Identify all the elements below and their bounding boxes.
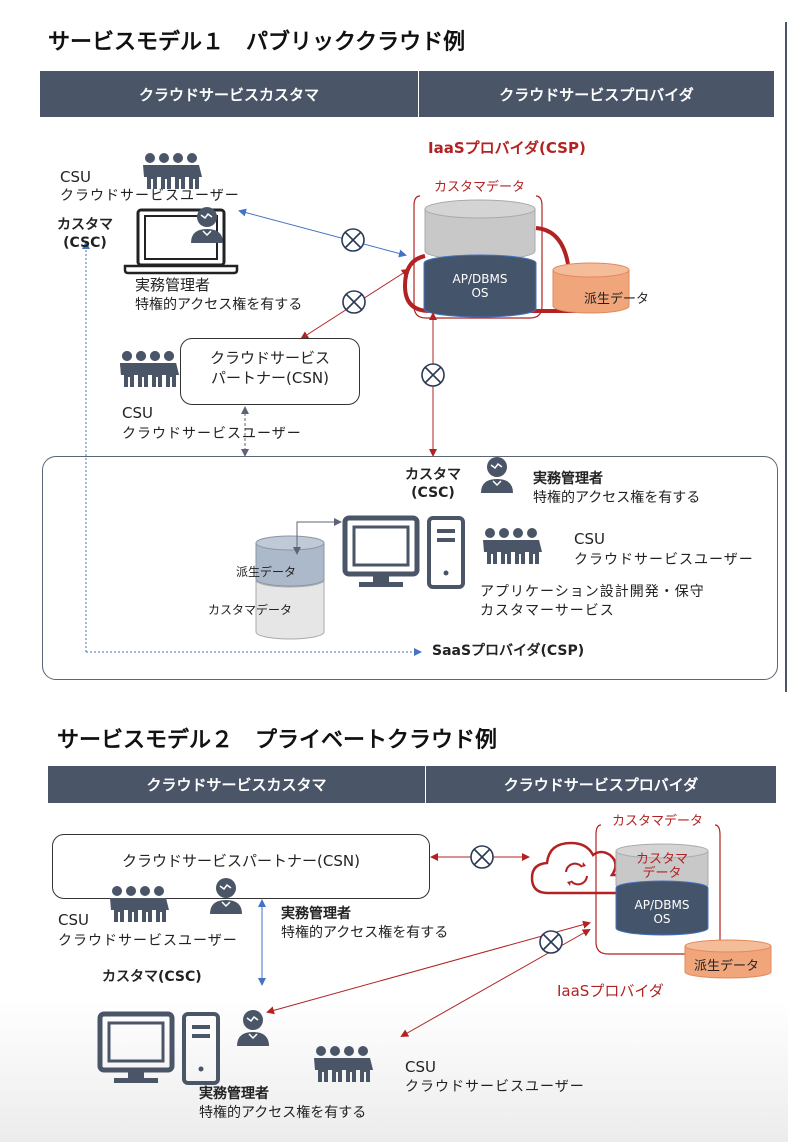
- csn-csu-group-icon: [110, 886, 169, 922]
- customer-csc-label: カスタマ (CSC): [50, 216, 120, 252]
- csu-mid-label: CSU: [122, 404, 153, 422]
- saas-customer-data-label: カスタマデータ: [208, 603, 293, 617]
- customer-label-line1: カスタマ: [57, 217, 113, 233]
- model2-header-customer: クラウドサービスカスタマ: [48, 766, 425, 803]
- model1-diagram: [82, 0, 630, 656]
- bottom-admin-desc: 特権的アクセス権を有する: [199, 1105, 367, 1121]
- saas-csu-label: CSU: [574, 530, 605, 548]
- csn-csu-desc: クラウドサービスユーザー: [58, 933, 238, 949]
- customer-csc-label-2: カスタマ(CSC): [102, 969, 202, 985]
- saas-provider-label: SaaSプロバイダ(CSP): [432, 643, 585, 659]
- csu-label: CSU: [60, 168, 91, 186]
- db-stack-line1-2: AP/DBMS: [634, 898, 690, 912]
- saas-customer-line2: (CSC): [411, 485, 455, 502]
- admin-label: 実務管理者: [135, 276, 211, 294]
- saas-derived-data-label: 派生データ: [236, 565, 297, 579]
- inner-line2: データ: [642, 866, 682, 882]
- saas-provider-box: [42, 456, 778, 680]
- customer-data-inner-label: カスタマ データ: [616, 852, 708, 882]
- customer-label-line2: (CSC): [63, 235, 107, 252]
- saas-roles-line1: アプリケーション設計開発・保守: [480, 584, 705, 600]
- csu-desc: クラウドサービスユーザー: [60, 188, 240, 204]
- iaas-provider-label: IaaSプロバイダ(CSP): [428, 139, 586, 157]
- db-stack-line2: OS: [471, 286, 489, 301]
- csn-admin-desc: 特権的アクセス権を有する: [281, 925, 449, 941]
- blocked-icon: [470, 845, 494, 869]
- admin-desc: 特権的アクセス権を有する: [135, 297, 303, 313]
- csu-mid-desc: クラウドサービスユーザー: [122, 426, 302, 442]
- customer-data-db-icon: [424, 199, 536, 261]
- bottom-csu-label: CSU: [405, 1058, 436, 1076]
- ap-dbms-db-icon-2: [615, 880, 709, 936]
- saas-admin-desc: 特権的アクセス権を有する: [533, 490, 701, 506]
- ap-dbms-label: AP/DBMS OS: [424, 272, 536, 301]
- customer-data-bracket: [413, 195, 543, 319]
- customer-data-outer-label: カスタマデータ: [610, 814, 706, 831]
- derived-data-db-icon: [552, 262, 630, 314]
- partner-label-2: クラウドサービスパートナー(CSN): [122, 852, 360, 870]
- iaas-provider-label-2: IaaSプロバイダ: [557, 982, 664, 1000]
- saas-customer-label: カスタマ (CSC): [398, 466, 468, 502]
- db-to-desktop-arrow: [293, 518, 342, 555]
- db-stack-line2-2: OS: [653, 912, 671, 927]
- customer-data-label: カスタマデータ: [432, 180, 528, 197]
- partner-line2: パートナー(CSN): [211, 368, 329, 387]
- saas-csu-desc: クラウドサービスユーザー: [574, 552, 754, 568]
- csn-admin-label: 実務管理者: [281, 906, 351, 922]
- header-divider: [425, 766, 426, 803]
- bottom-admin-icon: [236, 1009, 270, 1047]
- saas-customer-line1: カスタマ: [405, 467, 461, 483]
- model1-header-provider: クラウドサービスプロバイダ: [419, 71, 774, 117]
- csn-csu-label: CSU: [58, 911, 89, 929]
- derived-data-label: 派生データ: [584, 292, 650, 307]
- partner-csn-box[interactable]: クラウドサービス パートナー(CSN): [180, 338, 360, 405]
- db-stack-line1: AP/DBMS: [452, 272, 508, 286]
- model1-header-customer: クラウドサービスカスタマ: [40, 71, 418, 117]
- model2-header: クラウドサービスカスタマ クラウドサービスプロバイダ: [48, 766, 776, 803]
- saas-admin-label: 実務管理者: [533, 471, 603, 487]
- model1-title: サービスモデル１ パブリッククラウド例: [48, 30, 466, 55]
- saas-roles-line2: カスタマーサービス: [480, 603, 615, 619]
- model2-header-provider: クラウドサービスプロバイダ: [426, 766, 776, 803]
- bottom-csu-group-icon: [314, 1046, 373, 1082]
- right-edge-line: [785, 22, 787, 692]
- inner-line1: カスタマ: [635, 852, 688, 867]
- private-cloud-icon: [530, 841, 622, 895]
- csu-to-iaas-arrow: [238, 208, 407, 258]
- model2-title: サービスモデル２ プライベートクラウド例: [57, 728, 498, 753]
- derived-data-label-2: 派生データ: [694, 959, 760, 974]
- csn-admin-icon: [209, 877, 243, 915]
- ap-dbms-db-icon: [423, 254, 537, 318]
- ap-dbms-label-2: AP/DBMS OS: [616, 898, 708, 927]
- desktop-icon-2: [100, 1014, 218, 1083]
- model1-header: クラウドサービスカスタマ クラウドサービスプロバイダ: [40, 71, 774, 117]
- customer-data-bracket-2: [595, 824, 721, 955]
- header-divider: [418, 71, 419, 117]
- blocked-icon: [539, 930, 563, 954]
- partner-line1: クラウドサービス: [209, 349, 330, 367]
- bottom-csu-desc: クラウドサービスユーザー: [405, 1079, 585, 1095]
- derived-data-db-icon-2: [684, 939, 772, 979]
- bottom-admin-label: 実務管理者: [199, 1086, 269, 1102]
